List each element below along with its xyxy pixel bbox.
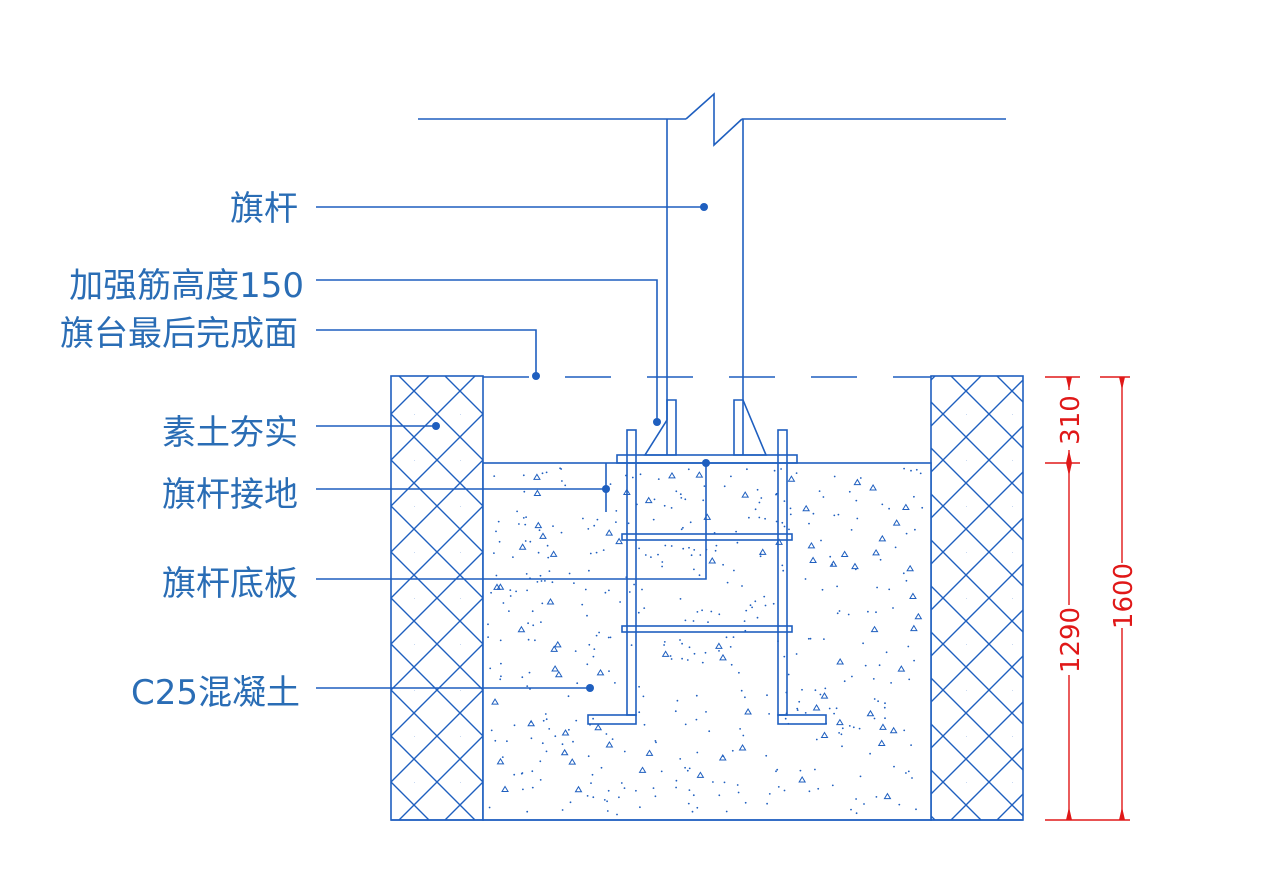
dimension-1600: 1600 xyxy=(1109,563,1139,629)
leader-lines xyxy=(316,206,707,689)
label-grounding: 旗杆接地 xyxy=(162,475,298,515)
label-compacted-soil: 素土夯实 xyxy=(162,413,298,453)
right-anchor-bar xyxy=(777,429,827,725)
left-anchor-bar xyxy=(587,429,637,725)
label-flagpole: 旗杆 xyxy=(230,189,298,229)
right-soil-wall xyxy=(930,375,1024,821)
left-stiffener xyxy=(643,399,677,456)
flagpole-shaft xyxy=(418,92,1006,455)
label-finish-surface: 旗台最后完成面 xyxy=(60,314,298,354)
right-stiffener xyxy=(733,399,768,456)
dimension-310: 310 xyxy=(1056,395,1086,445)
concrete-block xyxy=(482,462,932,821)
label-stiffener-height: 加强筋高度150 xyxy=(69,266,304,306)
upper-tie-plate xyxy=(621,533,793,541)
left-soil-wall xyxy=(390,375,484,821)
label-base-plate: 旗杆底板 xyxy=(162,564,298,604)
lower-tie-plate xyxy=(621,625,793,633)
dimension-1290: 1290 xyxy=(1056,607,1086,673)
leader-dots xyxy=(432,203,710,692)
label-concrete: C25混凝土 xyxy=(131,673,300,713)
dimension-lines xyxy=(1045,376,1130,821)
